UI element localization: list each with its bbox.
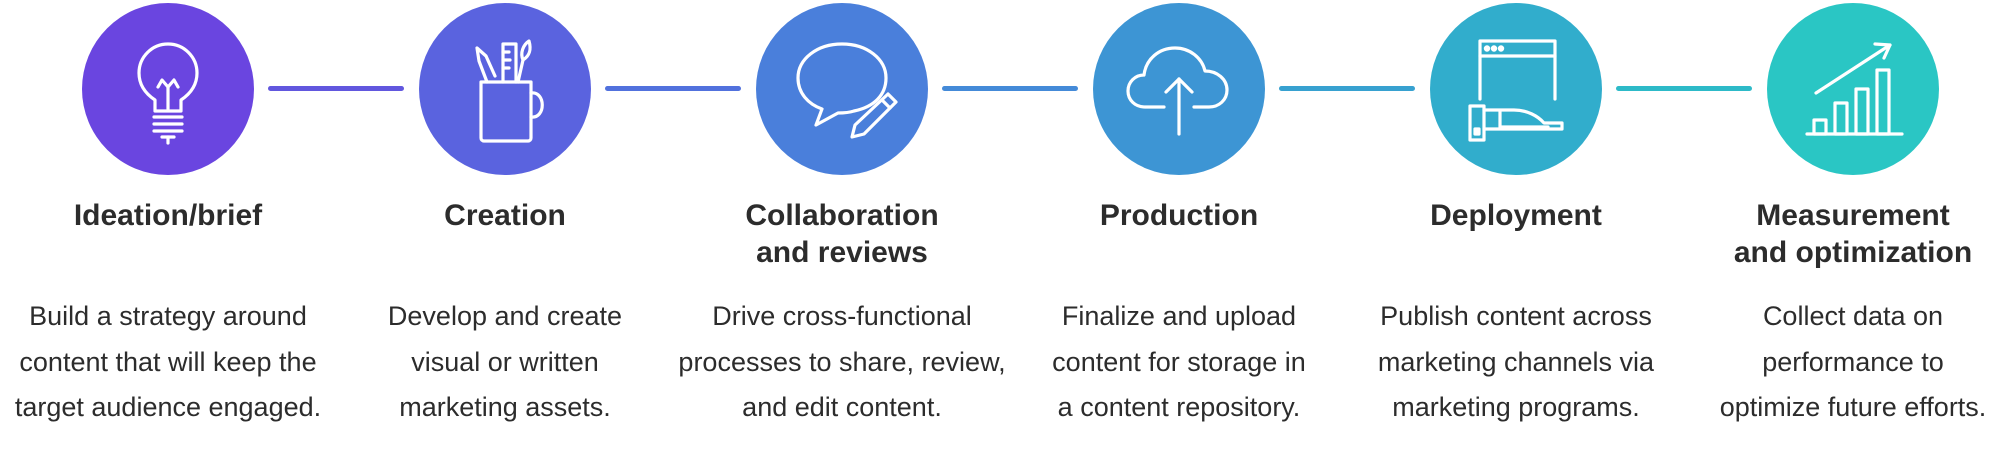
chat-pencil-icon [796,42,898,139]
step-6-description: Collect data on performance to optimize … [1719,301,1987,422]
connector-4-5 [1279,86,1415,91]
step-2-description: Develop and create visual or written mar… [387,301,623,422]
cloud-upload-icon [1126,46,1229,136]
step-5-circle [1430,3,1602,175]
connector-1-2 [268,86,404,91]
connector-3-4 [942,86,1078,91]
step-2-circle [419,3,591,175]
connector-5-6 [1616,86,1752,91]
step-3-title: Collaboration and reviews [745,199,939,269]
step-3-description: Drive cross-functional processes to shar… [678,301,1006,422]
browser-deploy-icon [1468,39,1564,142]
growth-chart-icon [1805,42,1904,136]
step-5-title: Deployment [1430,199,1602,232]
step-3-circle [756,3,928,175]
pencil-cup-icon [475,39,544,143]
step-6-title: Measurement and optimization [1733,199,1973,269]
lightbulb-icon [137,42,199,145]
step-1-circle [82,3,254,175]
step-6-circle [1767,3,1939,175]
connector-2-3 [605,86,741,91]
step-4-circle [1093,3,1265,175]
step-4-description: Finalize and upload content for storage … [1052,301,1306,422]
step-5-description: Publish content across marketing channel… [1377,301,1655,422]
step-1-description: Build a strategy around content that wil… [14,301,322,422]
step-2-title: Creation [444,199,566,232]
step-1-title: Ideation/brief [73,199,263,232]
step-4-title: Production [1099,199,1259,232]
